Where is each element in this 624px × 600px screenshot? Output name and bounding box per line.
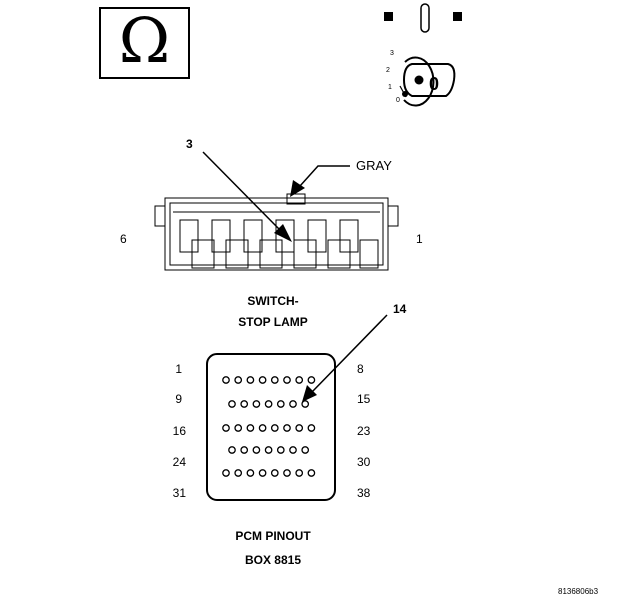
connector-pcm-pinout — [206, 353, 336, 501]
pcm-pin — [289, 400, 297, 408]
callout-arrow-3 — [274, 224, 292, 242]
pcm-pin — [258, 376, 267, 384]
pcm-pin — [283, 469, 291, 477]
pcm-pin — [295, 376, 304, 384]
pin-label-1: 1 — [416, 232, 423, 246]
pcm-pin — [258, 424, 267, 432]
pcm-pin — [307, 469, 316, 477]
pcm-pin — [240, 446, 249, 454]
key-position-0: 0 — [396, 97, 400, 104]
gray-label: GRAY — [356, 158, 392, 173]
gray-callout-arrow — [290, 180, 305, 197]
callout-line-3 — [202, 151, 281, 231]
pcm-pin — [252, 400, 261, 408]
pin-label-6: 6 — [120, 232, 127, 246]
ohmmeter-box — [99, 7, 190, 79]
callout-line-14 — [311, 314, 388, 393]
pcm-pin — [301, 400, 310, 408]
pcm-pin — [289, 446, 297, 454]
key-label: 0 — [429, 74, 440, 94]
ohm-symbol: Ω — [118, 4, 171, 77]
indicator-square-left — [384, 12, 393, 21]
pcm-pin — [234, 424, 243, 432]
connector-switch-stop-lamp — [154, 193, 399, 271]
callout-3-label: 3 — [186, 137, 193, 151]
pcm-pin — [270, 424, 279, 432]
pcm-pin — [234, 376, 243, 384]
figure-id: 8136806b3 — [558, 587, 599, 596]
pcm-pin — [258, 469, 267, 477]
connector-a-title-line2: STOP LAMP — [238, 315, 308, 329]
pcm-pin — [276, 400, 285, 408]
pcm-pin — [307, 376, 316, 384]
row-start-pin-24: 24 — [172, 455, 186, 469]
callout-14-label: 14 — [393, 302, 407, 316]
row-end-pin-30: 30 — [357, 455, 371, 469]
pcm-pin — [252, 446, 261, 454]
pcm-pin — [270, 376, 279, 384]
indicator-bar — [420, 3, 430, 33]
pcm-pin — [222, 424, 230, 432]
pcm-pin — [222, 469, 230, 477]
pcm-pin — [228, 446, 236, 454]
connector-a-title-line1: SWITCH- — [247, 294, 299, 308]
pcm-pin — [228, 400, 236, 408]
pcm-pin — [246, 469, 255, 477]
pcm-pin — [295, 424, 304, 432]
indicator-square-right — [453, 12, 462, 21]
connector-b-title-line2: BOX 8815 — [244, 553, 302, 567]
pcm-pin-grid — [222, 376, 316, 477]
pcm-pin — [270, 469, 279, 477]
connector-b-title-line1: PCM PINOUT — [235, 529, 311, 543]
pcm-pin — [283, 376, 291, 384]
row-end-pin-23: 23 — [357, 424, 371, 438]
pcm-pin — [264, 400, 273, 408]
pcm-pin — [246, 376, 255, 384]
pcm-pin — [307, 424, 316, 432]
pcm-pin — [264, 446, 273, 454]
pcm-pin — [301, 446, 310, 454]
pcm-pin — [295, 469, 304, 477]
row-end-pin-8: 8 — [357, 362, 364, 376]
callout-arrow-14 — [302, 385, 317, 402]
row-start-pin-1: 1 — [175, 362, 182, 376]
pcm-pin — [222, 376, 230, 384]
row-end-pin-38: 38 — [357, 486, 371, 500]
pcm-pin — [240, 400, 249, 408]
row-start-pin-31: 31 — [172, 486, 186, 500]
key-switch-icon — [399, 56, 456, 107]
key-position-3: 3 — [390, 50, 394, 57]
key-position-2: 2 — [386, 67, 390, 74]
pcm-pin — [276, 446, 285, 454]
key-position-1: 1 — [388, 84, 392, 91]
row-start-pin-9: 9 — [175, 392, 182, 406]
pcm-pin — [234, 469, 243, 477]
row-end-pin-15: 15 — [357, 392, 371, 406]
pcm-pin — [283, 424, 291, 432]
row-start-pin-16: 16 — [172, 424, 186, 438]
gray-callout-line — [299, 165, 350, 187]
pcm-pin — [246, 424, 255, 432]
